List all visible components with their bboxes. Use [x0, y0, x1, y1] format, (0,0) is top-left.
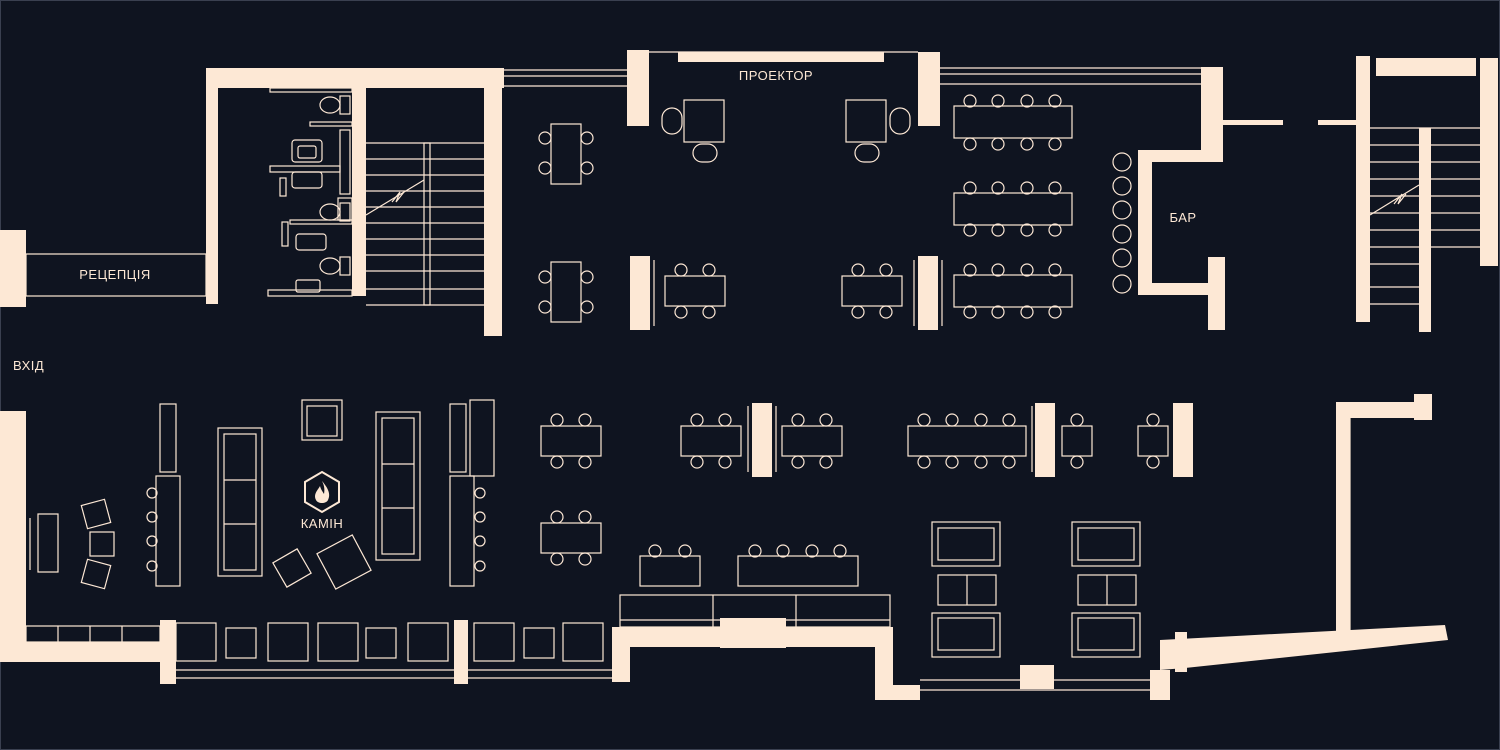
bar-stools [1112, 152, 1132, 294]
wall-entrance-bottom [0, 411, 26, 661]
wall-bottom-mid2 [786, 627, 892, 647]
long-table [953, 181, 1073, 237]
wall-thin-b [1318, 120, 1358, 125]
wall-right-stair-top [1376, 58, 1476, 76]
table-4-vertical [538, 123, 594, 185]
column-1 [630, 256, 650, 330]
window-bench [25, 622, 612, 679]
toilet [319, 95, 351, 115]
lounge-set [931, 521, 1001, 658]
label-bar: БАР [1169, 210, 1196, 225]
wall-bottom-mid [612, 627, 720, 647]
wall-post-d [875, 627, 893, 699]
wall-bottom-left [0, 642, 176, 662]
walls [0, 50, 1498, 700]
wall-right-lower-left [1336, 402, 1350, 638]
wall-bar-mid [1138, 150, 1223, 162]
wall-proj-right [918, 52, 940, 126]
stairs-right [1369, 127, 1480, 305]
column-2 [918, 256, 938, 330]
wall-reception-left [0, 230, 26, 307]
wall-thin-a [1223, 120, 1283, 125]
wall-wc-left [206, 68, 218, 304]
high-table [146, 403, 181, 587]
fireplace-lounge [217, 399, 421, 590]
table-2 [1061, 413, 1093, 469]
restrooms [267, 87, 353, 297]
table-4 [781, 413, 843, 469]
wall-bar-left [1138, 150, 1152, 295]
column-5 [1173, 403, 1193, 477]
table-4-vertical [538, 261, 594, 323]
wall-post-b [454, 620, 468, 684]
counter-table [737, 544, 859, 587]
long-table [907, 413, 1027, 469]
wall-right-edge [1480, 58, 1498, 266]
table-4 [540, 510, 602, 566]
fireplace-icon [304, 470, 340, 514]
table-2 [1137, 413, 1169, 469]
sink [295, 279, 321, 293]
label-entrance: ВХІД [13, 358, 44, 373]
projector-screen [678, 52, 884, 62]
sink [291, 171, 323, 189]
table-4 [841, 263, 903, 319]
high-table [449, 399, 495, 587]
wall-proj-left [627, 50, 649, 126]
table-4 [664, 263, 726, 319]
wall-post-a [160, 620, 176, 684]
label-projector: ПРОЕКТОР [739, 68, 813, 83]
projector-desk-left [661, 99, 725, 163]
wall-bar-top [1201, 67, 1223, 161]
long-table [953, 263, 1073, 319]
sink [295, 233, 327, 251]
stairs-left [365, 142, 484, 306]
long-table [953, 94, 1073, 151]
table-4 [680, 413, 742, 469]
linework [25, 51, 1480, 691]
wall-bottom-slant [1160, 625, 1448, 670]
wall-bar-post [1208, 257, 1225, 330]
entrance-seating [29, 498, 115, 590]
wall-right-stair-left [1356, 56, 1370, 322]
wall-bottom-step [720, 618, 786, 648]
label-reception: РЕЦЕПЦІЯ [79, 267, 151, 282]
wall-right-lower-nub [1414, 394, 1432, 420]
lounge-set [1071, 521, 1141, 658]
wall-bottom-right-c [1150, 670, 1170, 700]
wall-right-lower-top [1336, 402, 1430, 418]
wall-top-left [206, 68, 504, 88]
counter-table [639, 544, 701, 587]
sink [291, 139, 323, 163]
wall-wc-stair [352, 88, 366, 296]
table-4 [540, 413, 602, 469]
toilet [319, 256, 351, 276]
wall-bottom-right-a [875, 685, 920, 700]
wall-stair-right [484, 68, 502, 336]
wall-bar-bottom [1138, 283, 1210, 295]
wall-bottom-right-b [1020, 665, 1054, 689]
column-3 [752, 403, 772, 477]
wall-post-e [1175, 632, 1187, 672]
labels: ПРОЕКТОР РЕЦЕПЦІЯ ВХІД БАР КАМІН [13, 68, 1196, 531]
toilet [319, 202, 351, 222]
column-4 [1035, 403, 1055, 477]
label-fireplace: КАМІН [301, 516, 344, 531]
reception-desk [25, 253, 207, 297]
bench-sofa [619, 594, 891, 628]
projector-desk-right [845, 99, 911, 163]
